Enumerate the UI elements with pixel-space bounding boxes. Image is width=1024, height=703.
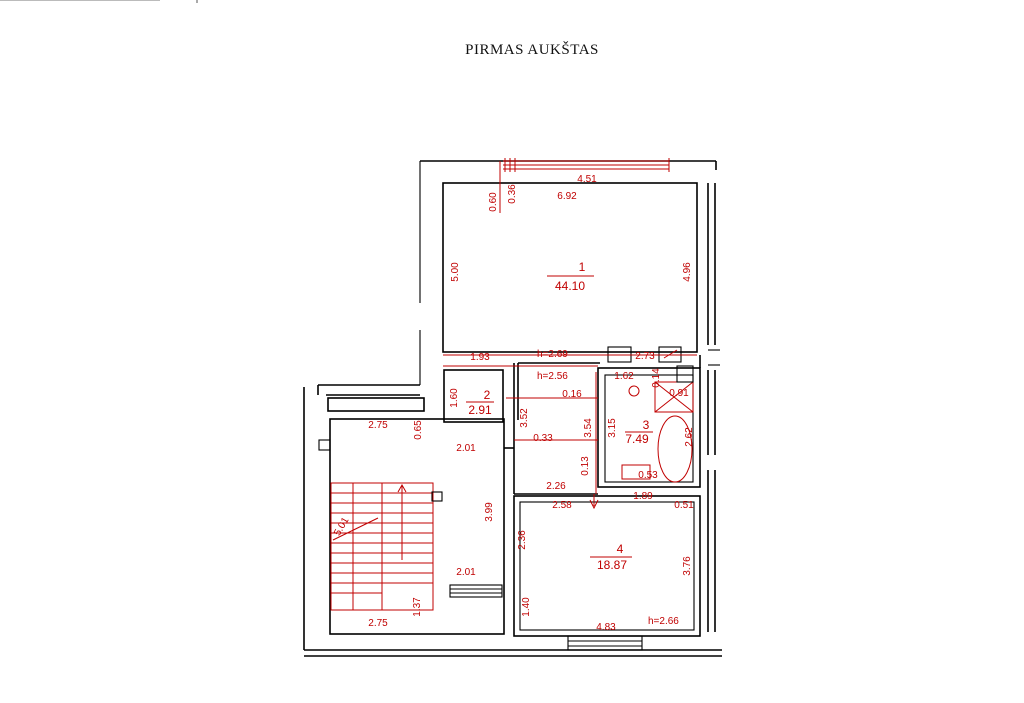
dim-label: 4.96 (682, 262, 693, 282)
room-1-label: 1 44.10 (547, 260, 594, 293)
dimension-lines (443, 161, 697, 510)
room-4-label: 4 18.87 (590, 542, 632, 572)
height-label: h=2.56 (537, 371, 568, 382)
dimension-labels: 4.51 6.92 0.36 0.60 5.00 4.96 1.93 2.73 … (332, 174, 695, 633)
dim-label: 0.53 (638, 470, 658, 481)
dim-label: 1.89 (633, 491, 653, 502)
dim-label: 2.75 (368, 420, 388, 431)
room-area: 2.91 (468, 403, 492, 417)
dim-label: 0.13 (580, 456, 591, 476)
dim-label: 2.36 (517, 530, 528, 550)
dim-label: 2.75 (368, 618, 388, 629)
staircase (318, 439, 443, 611)
landing-step (449, 584, 503, 598)
dim-label: 3.76 (682, 556, 693, 576)
window-top (503, 158, 670, 172)
dim-label: 0.14 (651, 368, 662, 388)
dim-label: 2.26 (546, 481, 566, 492)
walls (303, 158, 722, 657)
room-2-label: 2 2.91 (466, 388, 494, 417)
room-area: 7.49 (625, 432, 649, 446)
dim-label: 0.51 (674, 500, 694, 511)
dim-label: 3.15 (607, 418, 618, 438)
dim-label: 3.54 (583, 418, 594, 438)
height-label: h=2.66 (648, 616, 679, 627)
room-area: 18.87 (597, 558, 627, 572)
dim-label: 0.36 (507, 184, 518, 204)
dim-label: 1.62 (614, 371, 634, 382)
dim-label: 4.83 (596, 622, 616, 633)
dim-label: 3.52 (519, 408, 530, 428)
dim-label: 2.62 (684, 427, 695, 447)
dim-label: 2.58 (552, 500, 572, 511)
dim-label: 0.65 (413, 420, 424, 440)
height-label: h=2.69 (537, 349, 568, 360)
dim-label: 2.73 (635, 351, 655, 362)
room-number: 2 (484, 388, 491, 402)
dim-label: 0.16 (562, 389, 582, 400)
dim-label: 2.01 (456, 567, 476, 578)
dim-label: 0.33 (533, 433, 553, 444)
dim-label: 2.01 (456, 443, 476, 454)
dim-label: 1.40 (521, 597, 532, 617)
dim-label: 6.92 (557, 191, 577, 202)
dim-label: 1.60 (449, 388, 460, 408)
room-number: 3 (643, 418, 650, 432)
dim-label: 1.37 (412, 597, 423, 617)
dim-label: 3.99 (484, 502, 495, 522)
page-title: PIRMAS AUKŠTAS (465, 42, 599, 58)
dim-label: 0.91 (669, 388, 689, 399)
bottom-step (567, 635, 643, 651)
room-number: 4 (617, 542, 624, 556)
dim-label: 5.01 (332, 515, 351, 538)
ceiling-heights: h=2.69 h=2.56 h=2.66 (537, 349, 679, 627)
dim-label: 1.93 (470, 352, 490, 363)
dim-label: 0.60 (488, 192, 499, 212)
dim-label: 5.00 (450, 262, 461, 282)
top-edge-marks (0, 0, 198, 3)
dim-label: 4.51 (577, 174, 597, 185)
room-area: 44.10 (555, 279, 585, 293)
room-number: 1 (579, 260, 586, 274)
room-3-label: 3 7.49 (625, 418, 653, 446)
